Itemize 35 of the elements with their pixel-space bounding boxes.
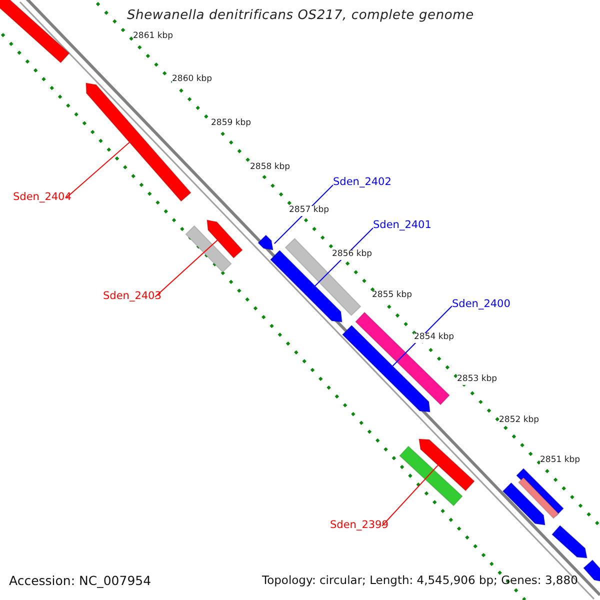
gene-block — [518, 476, 560, 520]
tick-label: 2858 kbp — [250, 163, 290, 173]
gene-block — [185, 225, 232, 273]
tick-label: 2852 kbp — [499, 416, 540, 426]
gene-label: Sden_2402 — [333, 176, 392, 188]
tick-label: 2861 kbp — [133, 32, 174, 42]
genome-info-text: Topology: circular; Length: 4,545,906 bp; Genes: 3,880 — [262, 574, 578, 588]
leader-line — [392, 306, 452, 366]
gene-block — [398, 446, 464, 506]
gene-label: Sden_2399 — [330, 519, 388, 532]
tick-label: 2854 kbp — [414, 333, 454, 343]
gene-block — [551, 524, 588, 559]
tick-label: 2856 kbp — [332, 250, 372, 260]
leader-line — [382, 464, 438, 526]
gene-label: Sden_2401 — [373, 219, 432, 232]
gene-block — [582, 559, 600, 583]
gene-label: Sden_2400 — [452, 298, 510, 310]
tick-label: 2857 kbp — [289, 206, 330, 216]
leader-line — [154, 240, 218, 298]
gene-label: Sden_2404 — [13, 191, 72, 204]
tick-label: 2860 kbp — [172, 75, 212, 85]
gene-block — [502, 482, 546, 526]
gene-block — [0, 0, 70, 64]
gene-block — [257, 234, 274, 251]
tick-label: 2855 kbp — [372, 291, 412, 301]
leader-line — [66, 142, 130, 198]
gene-block — [206, 219, 244, 259]
tick-label: 2859 kbp — [211, 119, 252, 129]
title: Shewanella denitrificans OS217, complete genome — [127, 9, 474, 24]
tick-label: 2851 kbp — [540, 456, 580, 466]
gene-block — [418, 438, 476, 492]
accession-text: Accession: NC_007954 — [9, 574, 152, 588]
tick-label: 2853 kbp — [457, 375, 498, 385]
gene-label: Sden_2403 — [103, 290, 162, 302]
gene-block — [85, 82, 192, 202]
